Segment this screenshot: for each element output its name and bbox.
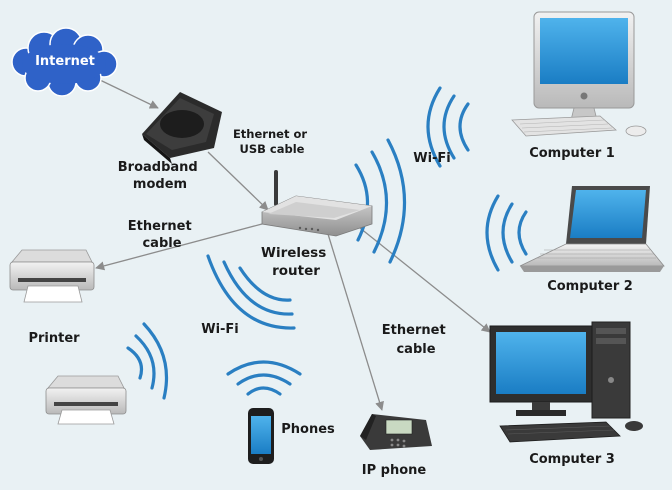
computer1-label: Computer 1: [529, 146, 615, 161]
router-label-line1: Wireless: [261, 245, 326, 261]
printer-icon: [45, 375, 127, 425]
wifi-waves: [126, 86, 528, 400]
modem-router-cable: [207, 151, 269, 211]
svg-text:Ethernet or USB cable: Ethernet or USB cable: [233, 127, 311, 156]
ethernet-right-label-line2: cable: [396, 342, 435, 357]
modem-icon: [142, 92, 222, 164]
ethernet-right-label-line1: Ethernet: [382, 323, 446, 338]
printer2-wifi-arcs: [126, 322, 168, 400]
wifi-top-label: Wi-Fi: [413, 151, 451, 166]
ethernet-left-label-line1: Ethernet: [128, 219, 192, 234]
ethernet-left-label-line2: cable: [142, 236, 181, 251]
internet-modem-link: [99, 79, 159, 109]
laptop-icon: [519, 186, 665, 272]
router-wifi-arcs: [354, 138, 407, 264]
router-ipphone-cable: [327, 233, 384, 411]
computer2-label: Computer 2: [547, 279, 633, 294]
smartphone-icon: [248, 408, 274, 464]
internet-label: Internet: [35, 54, 95, 69]
router-label-line2: router: [272, 263, 320, 279]
printer-icon: [9, 249, 95, 303]
modem-label-line2: modem: [133, 177, 187, 192]
internet-cloud-icon: Internet: [11, 27, 118, 97]
svg-text:Broadband modem: Broadband modem: [118, 160, 203, 192]
ethernet-usb-label-line2: USB cable: [240, 142, 305, 156]
phone-wifi-arcs: [226, 360, 302, 396]
svg-text:Wireless router: Wireless router: [261, 245, 331, 279]
router-printer-cable: [95, 223, 263, 271]
router-icon: [261, 170, 373, 237]
modem-label-line1: Broadband: [118, 160, 198, 175]
computer2-wifi-arcs: [485, 194, 528, 272]
ip-phone-icon: [360, 414, 432, 450]
wifi-left-label: Wi-Fi: [201, 322, 239, 337]
computer1-wifi-arcs: [426, 86, 470, 168]
ipphone-label: IP phone: [362, 463, 427, 478]
ethernet-usb-label-line1: Ethernet or: [233, 127, 307, 141]
svg-text:Ethernet cable: Ethernet cable: [382, 323, 450, 357]
phones-label: Phones: [281, 422, 335, 437]
cables: [95, 79, 491, 411]
printer-label: Printer: [28, 331, 80, 346]
computer3-label: Computer 3: [529, 452, 615, 467]
router-wifi-arcs-left: [206, 254, 296, 330]
svg-text:Ethernet cable: Ethernet cable: [128, 219, 196, 251]
router-computer3-cable: [359, 227, 491, 333]
desktop-mac-icon: [511, 11, 647, 137]
desktop-tower-icon: [489, 321, 643, 443]
